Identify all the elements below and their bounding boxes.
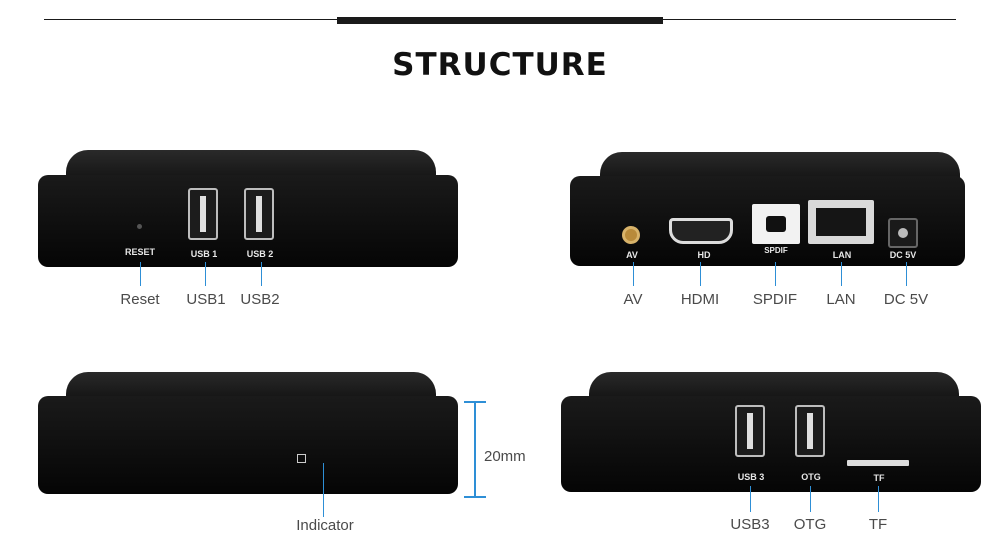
device-top-view (38, 372, 458, 502)
callout-line-indicator (323, 463, 324, 517)
page-title: STRUCTURE (392, 47, 608, 83)
callout-line-av (633, 262, 634, 286)
callout-usb3: USB3 (730, 516, 770, 533)
callout-tf: TF (868, 516, 888, 533)
callout-hdmi: HDMI (680, 291, 720, 308)
port-label-dc: DC 5V (889, 250, 917, 260)
callout-usb2: USB2 (240, 291, 280, 308)
port-label-tf: TF (873, 473, 885, 483)
tf-slot[interactable] (847, 460, 909, 466)
lan-port[interactable] (808, 200, 874, 244)
port-label-reset: RESET (124, 247, 155, 257)
callout-line-lan (841, 262, 842, 286)
dc-jack[interactable] (888, 218, 918, 248)
callout-line-dc (906, 262, 907, 286)
spdif-port[interactable] (752, 204, 800, 244)
av-jack[interactable] (622, 226, 640, 244)
callout-dc: DC 5V (883, 291, 929, 308)
port-label-hd: HD (697, 250, 711, 260)
header-bar (337, 17, 663, 24)
device-front-view: RESET USB 1 USB 2 (38, 150, 458, 275)
reset-hole[interactable] (137, 224, 142, 229)
callout-otg: OTG (793, 516, 827, 533)
callout-line-hdmi (700, 262, 701, 286)
callout-indicator: Indicator (296, 517, 354, 534)
usb2-port[interactable] (244, 188, 274, 240)
device-side-view: USB 3 OTG TF (561, 372, 981, 500)
port-label-usb1: USB 1 (190, 249, 218, 259)
callout-line-tf (878, 486, 879, 512)
port-label-lan: LAN (832, 250, 852, 260)
indicator-light (297, 454, 306, 463)
port-label-usb3: USB 3 (737, 472, 765, 482)
callout-reset: Reset (120, 291, 160, 308)
port-label-otg: OTG (801, 472, 821, 482)
callout-av: AV (623, 291, 643, 308)
callout-lan: LAN (826, 291, 856, 308)
hdmi-port[interactable] (669, 218, 733, 244)
callout-line-spdif (775, 262, 776, 286)
port-label-spdif: SPDIF (764, 246, 788, 255)
callout-spdif: SPDIF (752, 291, 798, 308)
callout-line-usb2 (261, 262, 262, 286)
otg-port[interactable] (795, 405, 825, 457)
callout-line-otg (810, 486, 811, 512)
height-label: 20mm (484, 448, 526, 465)
port-label-usb2: USB 2 (246, 249, 274, 259)
usb3-port[interactable] (735, 405, 765, 457)
port-label-av: AV (626, 250, 638, 260)
callout-usb1: USB1 (186, 291, 226, 308)
callout-line-usb1 (205, 262, 206, 286)
callout-line-usb3 (750, 486, 751, 512)
device-back-view: AV HD SPDIF LAN DC 5V (570, 152, 965, 272)
usb1-port[interactable] (188, 188, 218, 240)
callout-line-reset (140, 262, 141, 286)
